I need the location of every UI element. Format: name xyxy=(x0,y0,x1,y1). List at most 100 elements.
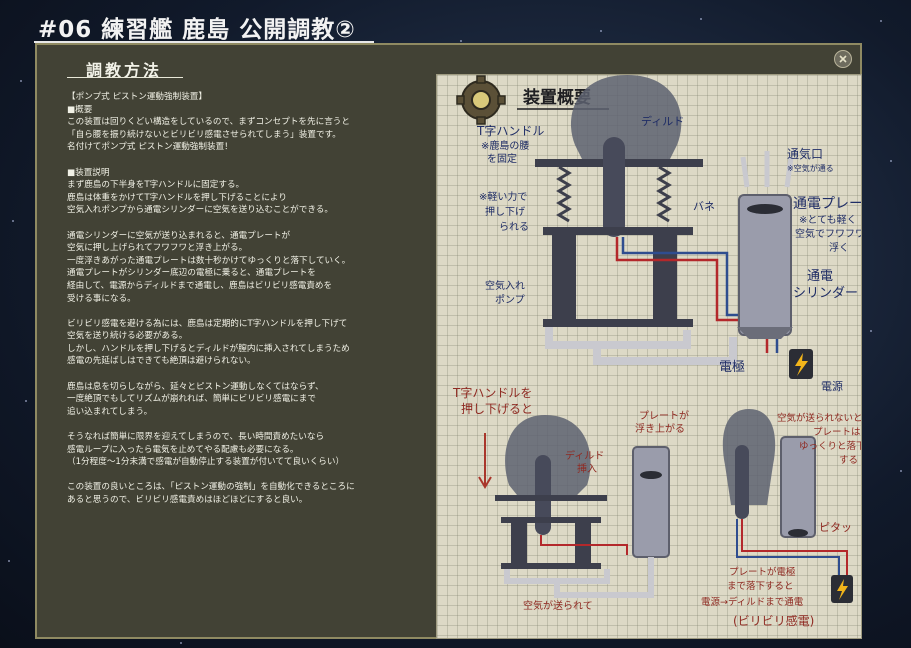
close-icon[interactable] xyxy=(834,50,852,68)
label-plate-note2: 空気でフワフワ xyxy=(795,227,862,240)
label-plate-floats2: 浮き上がる xyxy=(635,422,685,435)
method-line: この装置の良いところは、「ピストン運動の強制」を自動化できるところに xyxy=(67,482,355,493)
method-line: 空気に押し上げられてフワフワと浮き上がる。 xyxy=(67,243,248,254)
label-dildo-insert2: 挿入 xyxy=(577,462,597,475)
pump-base xyxy=(543,319,693,327)
method-line: 名付けてポンプ式 ピストン運動強制装置！ xyxy=(67,142,233,153)
method-line: あると思うので、ビリビリ感電責めはほどほどにすると良い。 xyxy=(67,495,308,505)
method-line xyxy=(67,469,435,482)
method-line: 感電の先延ばしはできても絶頂は避けられない。 xyxy=(67,356,256,367)
sub1-plate xyxy=(640,471,662,479)
method-line: ■概要 xyxy=(67,104,93,115)
method-line: （1分程度〜1分未満で感電が自動停止する装置が付いてて良いくらい） xyxy=(67,457,345,468)
method-line: 経由して、電源からディルドまで通電し、鹿島はビリビリ感電責めを xyxy=(67,280,333,291)
sub2-plate xyxy=(788,529,808,537)
label-shock4: (ビリビリ感電) xyxy=(733,613,814,628)
page-title: #06 練習艦 鹿島 公開調教② xyxy=(38,17,356,43)
sub1-tube xyxy=(504,557,654,598)
label-plate: 通電プレート xyxy=(793,196,862,212)
sub1-pump-plate xyxy=(501,517,601,523)
method-line: 受ける事になる。 xyxy=(67,293,136,304)
method-line: 感電ループに入ったら電気を止めてやる配慮も必要になる。 xyxy=(67,444,299,455)
label-t-handle: T字ハンドル xyxy=(476,123,544,138)
pump-top-plate xyxy=(543,227,693,235)
sub1-down-arrow xyxy=(478,433,492,489)
sub1-handle-bar xyxy=(495,495,607,501)
label-air-sent: 空気が送られて xyxy=(523,599,593,612)
label-pump1: 空気入れ xyxy=(485,279,525,292)
sub1-silhouette xyxy=(505,415,591,495)
label-vent: 通気口 xyxy=(787,146,823,161)
electric-cylinder xyxy=(738,194,792,336)
label-no-air3: ゆっくりと落下 xyxy=(799,440,862,452)
label-dildo-insert1: ディルド xyxy=(565,449,604,462)
spring-left xyxy=(556,165,572,223)
electric-plate xyxy=(747,204,783,214)
method-line: 鹿島は体重をかけてT字ハンドルを押し下げることにより xyxy=(67,192,287,203)
label-vent-note: ※空気が通る xyxy=(787,163,834,173)
method-line: ■装置説明 xyxy=(67,167,110,178)
label-no-air4: する xyxy=(839,455,858,466)
label-spring: バネ xyxy=(693,200,715,213)
label-light-push2: 押し下げ xyxy=(485,205,525,218)
sub2-cylinder xyxy=(780,436,816,538)
label-plate-note3: 浮く xyxy=(829,242,849,254)
method-line: 通電シリンダーに空気が送り込まれると、通電プレートが xyxy=(67,230,291,241)
label-plate-floats1: プレートが xyxy=(639,409,689,422)
label-t-handle-note1: ※鹿島の腰 xyxy=(481,139,529,152)
label-cylinder2: シリンダー xyxy=(793,286,858,301)
label-shock3: 電源→ディルドまで通電 xyxy=(701,596,804,608)
label-press-down1: T字ハンドルを xyxy=(452,385,532,400)
label-power: 電源 xyxy=(821,379,843,393)
method-line: 空気を送り続ける必要がある。 xyxy=(67,331,188,342)
label-cylinder1: 通電 xyxy=(807,269,833,284)
dildo xyxy=(603,137,625,237)
label-press-down2: 押し下げると xyxy=(461,402,533,416)
method-line: そうなれば簡単に限界を迎えてしまうので、長い時間責めたいなら xyxy=(67,432,325,443)
method-description: 【ポンプ式 ピストン運動強制装置】■概要この装置は回りくどい構造をしているので、… xyxy=(67,91,435,507)
label-no-air1: 空気が送られないと xyxy=(777,412,862,424)
sub2-wires-blue xyxy=(736,519,840,575)
method-line: 一度浮きあがった通電プレートは数十秒かけてゆっくりと落下していく。 xyxy=(67,255,351,266)
label-click: ピタッ xyxy=(819,521,852,534)
lightning-bolt-icon xyxy=(795,353,808,376)
body-silhouette xyxy=(570,75,682,165)
sub1-pump-left xyxy=(511,523,527,565)
device-diagram-svg: 装置概要 T字ハンドル ※鹿島の腰 を固 xyxy=(452,75,862,628)
label-light-push1: ※軽い力で xyxy=(479,190,527,203)
sub1-cylinder xyxy=(632,446,670,558)
method-heading: 調教方法 xyxy=(85,61,162,80)
method-line: 鹿島は息を切らしながら、延々とピストン運動しなくてはならず、 xyxy=(67,381,324,392)
method-line xyxy=(67,368,435,381)
method-line: 一度絶頂でもしてリズムが崩れれば、簡単にビリビリ感電にまで xyxy=(67,394,316,405)
sub2-wires xyxy=(741,519,848,575)
method-line: 追い込まれてしまう。 xyxy=(67,406,153,417)
vent-arrows xyxy=(740,151,794,188)
method-line: 「自ら腰を振り続けないとビリビリ感電させられてしまう」装置です。 xyxy=(67,129,341,140)
air-tube xyxy=(545,327,737,365)
label-shock1: プレートが電極 xyxy=(729,566,796,578)
label-pump2: ポンプ xyxy=(495,294,525,306)
label-shock2: まで落下すると xyxy=(727,580,794,592)
label-dildo: ディルド xyxy=(641,114,684,128)
method-heading-underline xyxy=(67,77,183,78)
sub2-dildo xyxy=(735,445,749,519)
device-diagram: 装置概要 T字ハンドル ※鹿島の腰 を固 xyxy=(436,74,862,639)
gear-icon xyxy=(456,75,506,125)
pump-cylinder-right xyxy=(653,235,677,323)
label-light-push3: られる xyxy=(499,221,529,233)
method-line xyxy=(67,217,435,230)
electrode xyxy=(737,327,793,339)
method-line: しかし、ハンドルを押し下げるとディルドが膣内に挿入されてしまうため xyxy=(67,343,350,354)
label-t-handle-note2: を固定 xyxy=(487,152,517,165)
method-line: 空気入れポンプから通電シリンダーに空気を送り込むことができる。 xyxy=(67,205,333,216)
label-plate-note1: ※とても軽く xyxy=(799,214,857,226)
method-line: ビリビリ感電を避ける為には、鹿島は定期的にT字ハンドルを押し下げて xyxy=(67,318,348,329)
sub1-wires xyxy=(540,535,628,555)
diagram-heading: 装置概要 xyxy=(522,87,591,108)
method-line xyxy=(67,154,435,167)
method-line: まず鹿島の下半身をT字ハンドルに固定する。 xyxy=(67,180,245,191)
method-line: 【ポンプ式 ピストン運動強制装置】 xyxy=(67,92,207,102)
pump-cylinder-left xyxy=(552,235,576,323)
spring-right xyxy=(656,165,672,223)
